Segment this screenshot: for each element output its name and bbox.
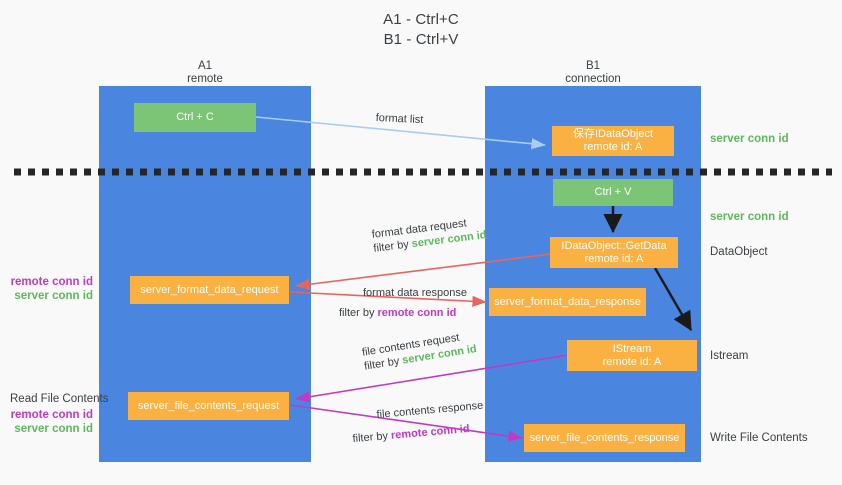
diagram-title: A1 - Ctrl+C B1 - Ctrl+V — [0, 10, 842, 50]
left-label-read-file-contents: Read File Contents — [10, 393, 109, 405]
left-label-conn-group-1: remote conn id server conn id — [0, 275, 93, 303]
left-label-remote-conn-id-1: remote conn id — [10, 276, 93, 288]
column-header-a1: A1 remote — [99, 60, 311, 86]
left-label-remote-conn-id-2: remote conn id — [10, 409, 93, 421]
edge-label-format-data-response-text: format data response — [363, 287, 467, 299]
right-label-server-conn-id-2: server conn id — [710, 211, 789, 223]
box-server-file-contents-request[interactable]: server_file_contents_request — [128, 392, 289, 420]
title-line-2: B1 - Ctrl+V — [383, 31, 459, 48]
arrow-format-data-response — [289, 291, 487, 307]
box-istream[interactable]: IStream remote id: A — [567, 340, 697, 371]
left-label-conn-group-2: remote conn id server conn id — [0, 408, 93, 436]
box-save-idataobject[interactable]: 保存IDataObject remote id: A — [552, 126, 674, 156]
right-label-server-conn-id-1: server conn id — [710, 133, 789, 145]
column-header-b1: B1 connection — [485, 60, 701, 86]
left-label-server-conn-id-1: server conn id — [14, 290, 93, 302]
box-server-format-data-response[interactable]: server_format_data_response — [489, 288, 646, 316]
right-label-write-file-contents: Write File Contents — [710, 432, 808, 444]
column-header-a1-sub: remote — [187, 73, 223, 85]
box-ctrl-c[interactable]: Ctrl + C — [134, 103, 256, 132]
filter-value-remote-conn-id: remote conn id — [377, 307, 457, 319]
edge-label-format-data-response-filter: filter by remote conn id — [339, 306, 467, 320]
column-header-a1-name: A1 — [197, 60, 213, 72]
arrow-getdata-to-istream — [653, 267, 693, 332]
title-line-1: A1 - Ctrl+C — [383, 11, 459, 28]
filter-prefix: filter by — [339, 307, 378, 319]
arrow-format-data-request — [295, 253, 552, 290]
edge-label-format-data-response: format data response filter by remote co… — [339, 286, 467, 320]
left-label-server-conn-id-2: server conn id — [14, 423, 93, 435]
right-label-dataobject: DataObject — [710, 246, 768, 258]
arrow-file-contents-request — [295, 354, 569, 403]
filter-prefix: filter by — [352, 429, 392, 446]
arrow-format-list — [255, 116, 546, 150]
box-server-format-data-request[interactable]: server_format_data_request — [130, 276, 289, 304]
box-idataobject-getdata[interactable]: IDataObject::GetData remote id: A — [550, 237, 678, 268]
right-label-istream: Istream — [710, 350, 749, 362]
box-ctrl-v[interactable]: Ctrl + V — [553, 179, 673, 206]
column-header-b1-name: B1 — [585, 60, 601, 72]
box-server-file-contents-response[interactable]: server_file_contents_response — [524, 424, 685, 452]
arrow-file-contents-response — [289, 404, 523, 442]
column-header-b1-sub: connection — [565, 73, 621, 85]
edge-label-format-list: format list — [375, 111, 424, 127]
